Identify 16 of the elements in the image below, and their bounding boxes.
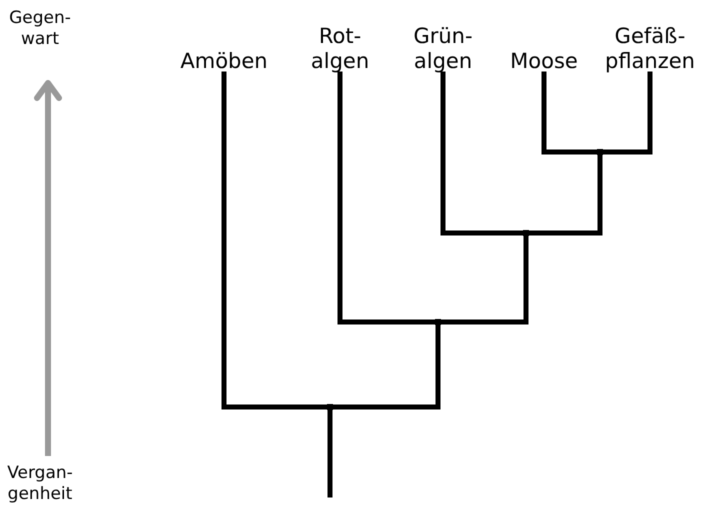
tree-branch xyxy=(338,72,438,324)
taxon-label: Grün- algen xyxy=(413,24,473,74)
tree-branch xyxy=(330,322,440,410)
taxon-label: Amöben xyxy=(180,49,268,74)
tree-branch xyxy=(440,72,526,236)
tree-branch xyxy=(526,152,602,236)
tree-branch xyxy=(438,234,528,324)
taxon-label: Gefäß- pflanzen xyxy=(605,24,695,74)
taxon-label: Rot- algen xyxy=(310,24,370,74)
tree-branch xyxy=(600,72,652,154)
time-label: Vergan- genheit xyxy=(7,463,73,505)
tree-branch xyxy=(222,72,330,410)
time-label: Gegen- wart xyxy=(9,8,71,50)
tree-branch xyxy=(542,72,600,154)
taxon-label: Moose xyxy=(510,49,578,74)
tree-branch xyxy=(328,408,332,498)
